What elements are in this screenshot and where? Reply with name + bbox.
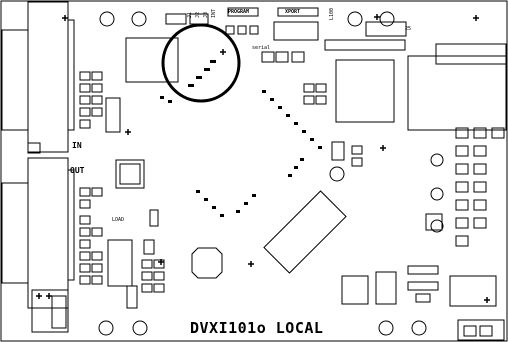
part-bottom-left xyxy=(126,285,138,309)
j1-label: J1 xyxy=(187,11,193,18)
ic-vertical-left xyxy=(105,97,121,133)
diode-mid xyxy=(407,281,439,291)
ic-right-main xyxy=(335,59,395,123)
serial-label: serial xyxy=(252,45,271,51)
port-out-label: OUT xyxy=(70,166,85,175)
ic-right-large xyxy=(407,55,507,131)
ic-right-strip xyxy=(435,43,507,65)
xport-module xyxy=(273,21,319,41)
board-title: DVXI101o LOCAL xyxy=(190,319,324,337)
diagonal-trace xyxy=(160,60,322,217)
right-smd-cluster xyxy=(425,127,505,247)
power-jack xyxy=(31,289,69,333)
connector-25 xyxy=(365,21,407,37)
octagon-part xyxy=(191,247,223,279)
connector-bottom-right xyxy=(457,319,505,341)
xport-label: XPORT xyxy=(285,9,301,15)
ic-bottom-left xyxy=(107,239,133,287)
connector-top-right xyxy=(324,39,406,51)
crystal-square xyxy=(115,159,145,189)
ref-25-label: 25 xyxy=(405,26,412,32)
mounting-holes xyxy=(98,11,444,336)
highlight-circle xyxy=(161,23,241,103)
code-top-label: L100 xyxy=(329,7,335,20)
program-label: PROGRAM xyxy=(228,9,250,15)
pin-1 xyxy=(463,325,477,337)
port-in-label: IN xyxy=(72,141,82,150)
db-connector-top xyxy=(1,1,75,153)
left-smd-cluster xyxy=(79,71,165,293)
diode-top xyxy=(407,265,439,275)
db-connector-bottom xyxy=(1,157,75,309)
ic-top-left xyxy=(125,37,179,83)
int-label: INT xyxy=(211,8,217,18)
plus-marks xyxy=(36,14,490,303)
regulator xyxy=(341,275,369,305)
tab-left xyxy=(27,142,41,154)
pin-2 xyxy=(479,325,493,337)
j2-label: J2 xyxy=(195,11,201,18)
diode-small xyxy=(415,293,431,303)
j3-label: J3 xyxy=(203,11,209,18)
top-smd-row xyxy=(143,25,363,255)
load-label: LOAD xyxy=(112,217,125,223)
cap-bottom xyxy=(375,271,397,305)
crystal-inner xyxy=(119,163,141,185)
ic-bottom-right xyxy=(449,275,497,307)
ic-diagonal xyxy=(263,190,347,274)
